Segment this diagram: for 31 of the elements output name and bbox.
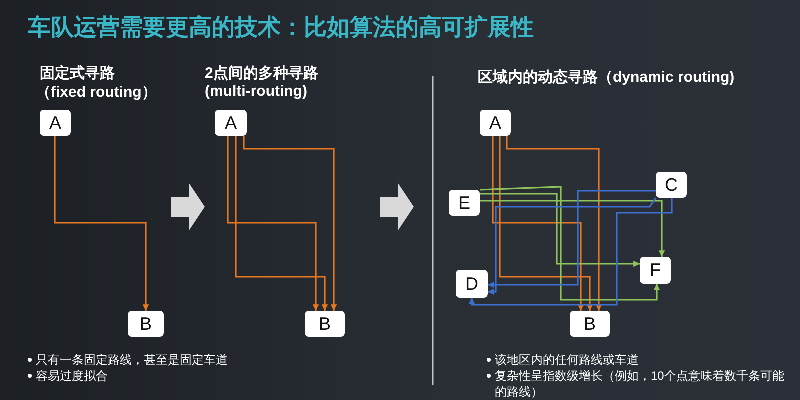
route-arrow bbox=[243, 136, 338, 311]
bullet-point: 容易过度拟合 bbox=[36, 368, 109, 384]
point-box: B bbox=[570, 311, 610, 337]
route-arrow bbox=[492, 136, 584, 311]
route-arrow bbox=[468, 198, 673, 306]
route-arrow bbox=[227, 136, 320, 311]
bullet-point: 只有一条固定路线，甚至是固定车道 bbox=[36, 352, 229, 368]
slide-title: 车队运营需要更高的技术：比如算法的高可扩展性 bbox=[28, 13, 534, 42]
route-arrow bbox=[480, 186, 660, 301]
point-box: B bbox=[128, 311, 164, 337]
panel-heading: （fixed routing） bbox=[36, 83, 157, 102]
route-arrow bbox=[480, 193, 640, 268]
panel-heading: (multi-routing) bbox=[205, 83, 308, 100]
point-box: A bbox=[480, 110, 511, 136]
route-arrow bbox=[235, 136, 328, 311]
route-arrow bbox=[54, 136, 150, 311]
panel-heading: 区域内的动态寻路（dynamic routing) bbox=[478, 68, 735, 87]
point-box: B bbox=[305, 311, 345, 337]
point-box: E bbox=[449, 190, 480, 216]
bullet-point: 复杂性呈指数级增长（例如，10个点意味着数千条可能的路线） bbox=[495, 368, 785, 400]
point-box: D bbox=[456, 270, 488, 298]
route-arrow bbox=[506, 136, 602, 311]
panel-heading: 2点间的多种寻路 bbox=[205, 64, 318, 83]
route-arrow bbox=[480, 200, 666, 257]
route-arrow bbox=[499, 136, 594, 311]
bullet-point: 该地区内的任何路线或车道 bbox=[495, 352, 640, 368]
panel-heading: 固定式寻路 bbox=[40, 64, 115, 83]
point-box: C bbox=[656, 172, 687, 198]
point-box: F bbox=[640, 257, 671, 284]
point-box: A bbox=[40, 110, 71, 136]
point-box: A bbox=[215, 110, 247, 136]
